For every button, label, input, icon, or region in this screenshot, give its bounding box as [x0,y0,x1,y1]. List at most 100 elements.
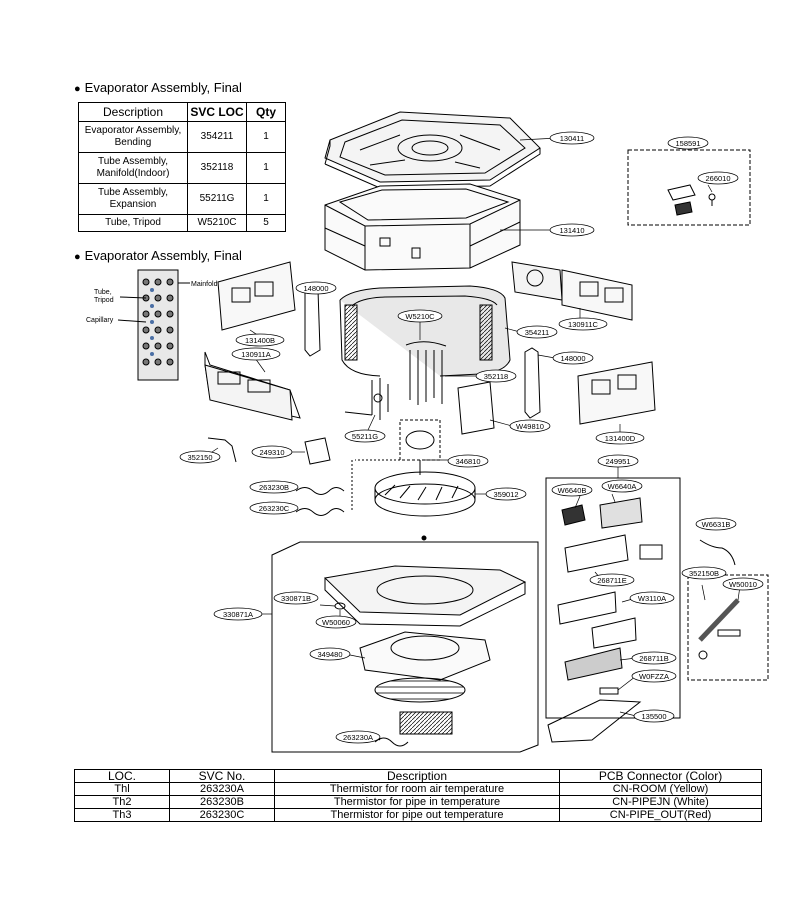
callout-oval [179,450,221,464]
callout-label: W0FZZA [639,672,669,681]
section-heading-1: ●Evaporator Assembly, Final [74,80,242,95]
side-panel-131400d [577,361,656,425]
cell-qty: 1 [246,183,286,215]
callout-label: 352150B [689,569,719,578]
callout-label: 349480 [317,650,342,659]
callout-label: W6631B [702,520,731,529]
evaporator-coil-part [339,285,511,377]
callout-label: 158591 [675,139,700,148]
callout-oval [695,517,737,531]
cell-loc: Thl [74,782,170,796]
desc-line-2: Expansion [109,199,157,210]
callout-oval [549,131,595,145]
side-panel-131400b [217,261,296,331]
callout-oval [595,431,645,445]
desc-line-2: Bending [114,137,152,148]
side-panel-130911c [511,261,633,321]
bullet-icon: ● [74,83,81,95]
col-header-svc-loc: SVC LOC [187,102,247,122]
desc-line-2: Manifold(Indoor) [96,168,170,179]
heading-text: Evaporator Assembly, Final [84,80,242,95]
callout-oval [633,709,675,723]
callout-oval [447,454,489,468]
cabinet-housing-part [324,183,521,271]
wire-w6631b [699,539,736,566]
callout-label: W50060 [322,618,350,627]
callout-oval [249,501,299,515]
control-box-group [545,477,681,719]
cell-description: Thermistor for room air temperature [274,782,560,796]
cell-qty: 5 [246,214,286,232]
cell-loc: Th3 [74,808,170,822]
callout-label: 130911A [241,350,270,359]
callout-oval [344,429,386,443]
callout-oval [315,615,357,629]
col-header-description: Description [274,769,560,783]
cell-svc-no: 263230B [169,795,275,809]
turbo-fan-part [374,471,476,517]
callout-label: 263230B [259,483,289,492]
callout-label: 354211 [525,328,549,337]
desc-line-1: Tube Assembly, [97,156,169,167]
thermistor-wire-263230a [374,737,409,747]
callout-label: W6640B [558,486,587,495]
callout-oval [485,487,527,501]
callout-label: W3110A [638,594,666,603]
inset-label-tube: Tube, [94,289,112,296]
callout-label: W49810 [516,422,544,431]
callout-oval [475,369,517,383]
callout-oval [516,325,558,339]
bullet-icon: ● [74,251,81,263]
desc-line-1: Evaporator Assembly, [84,125,182,136]
small-bracket-part [667,184,716,216]
motor-part [399,419,441,475]
fitting-parts [698,598,741,660]
drain-cover-part [457,381,495,435]
front-frame-part [323,565,527,627]
front-panel-group-box [271,541,539,753]
part-box-352150b [687,574,769,681]
leader-lines [211,137,741,741]
callout-oval [631,669,677,683]
col-header-pcb-connector: PCB Connector (Color) [559,769,762,783]
callout-label: 148000 [560,354,585,363]
table-row: Th2 263230B Thermistor for pipe in tempe… [74,795,762,809]
callout-oval [589,573,635,587]
manifold-detail-inset [117,269,190,381]
cell-svc-loc: 352118 [187,152,247,184]
callout-label: 266010 [705,174,730,183]
callout-oval [722,577,764,591]
svc-location-table: Description SVC LOC Qty Evaporator Assem… [78,102,286,232]
thermistor-location-table: LOC. SVC No. Description PCB Connector (… [74,769,762,822]
callout-label: 263230C [259,504,290,513]
callout-oval [552,351,594,365]
inset-label-capillary: Capillary [86,317,114,324]
callout-label: 268711B [639,654,668,663]
table-row: Th3 263230C Thermistor for pipe out temp… [74,808,762,822]
callout-label: W50010 [729,580,757,589]
callout-label: 55211G [352,432,378,441]
pipe-352150 [207,437,237,463]
filter-part [374,677,466,703]
inset-label-tripod: Tripod [94,297,114,304]
table-header-row: LOC. SVC No. Description PCB Connector (… [74,769,762,783]
thermistor-wire-263230c [295,508,345,516]
callout-label: 135500 [641,712,666,721]
callout-oval [697,171,739,185]
cell-description: Thermistor for pipe in temperature [274,795,560,809]
manifold-tube-part [405,341,447,405]
heading-text: Evaporator Assembly, Final [84,248,242,263]
callout-oval [235,333,285,347]
inset-label-manifold: Mainfold [191,281,218,288]
callout-label: 330871A [223,610,253,619]
callout-label: 148000 [303,284,328,293]
callout-oval [295,281,337,295]
callout-oval [549,223,595,237]
callout-label: 130411 [560,134,584,143]
desc-line-1: Tube Assembly, [97,187,169,198]
callout-oval [309,647,351,661]
thermistor-wire-263230b [295,487,345,495]
side-panel-130911a [204,351,301,421]
callout-label: 263230A [343,733,373,742]
top-cover-plate-part [324,111,541,189]
